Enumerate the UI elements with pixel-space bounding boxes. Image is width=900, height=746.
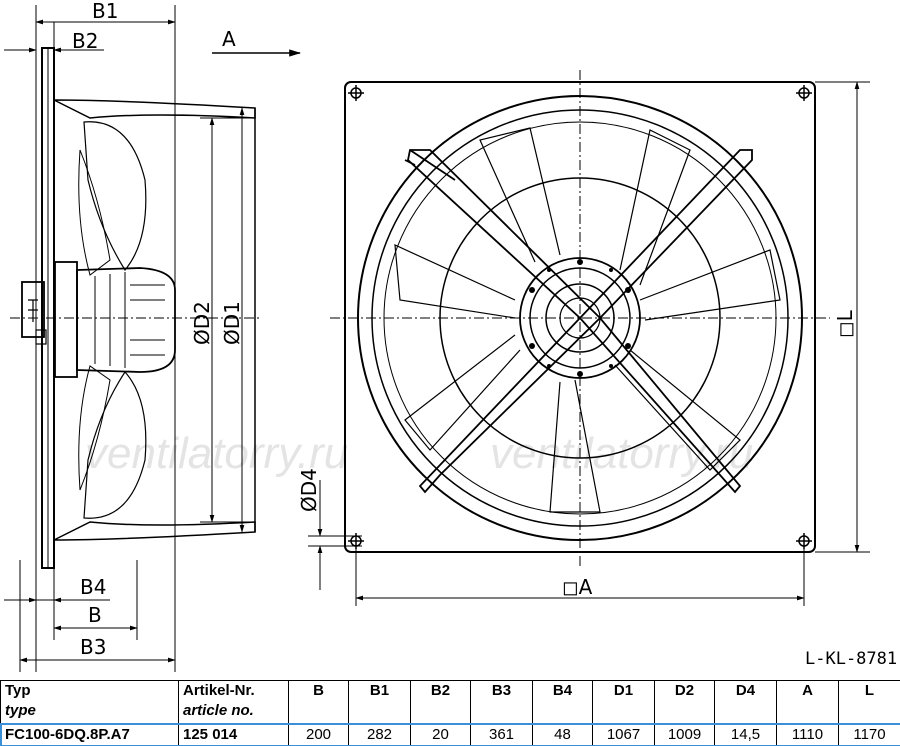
dim-label-b2: B2 (72, 29, 98, 53)
view-arrow-label: A (222, 27, 236, 51)
header-col-l: L (838, 680, 900, 724)
header-col-d1: D1 (592, 680, 655, 724)
side-view-dimensions (4, 19, 255, 663)
cell-b1: 282 (348, 723, 411, 746)
cell-b: 200 (288, 723, 349, 746)
header-type-de: Typ (5, 682, 31, 699)
front-view-centerlines (330, 70, 830, 568)
table-header-row: Typ type Artikel-Nr. article no. B B1 B2… (0, 680, 900, 724)
header-col-b2: B2 (410, 680, 471, 724)
view-arrow-a: A (212, 27, 302, 57)
header-col-b: B (288, 680, 349, 724)
header-col-a: A (776, 680, 839, 724)
header-type-en: type (5, 702, 36, 719)
cell-b3: 361 (470, 723, 533, 746)
table-row[interactable]: FC100-6DQ.8P.A7 125 014 200 282 20 361 4… (0, 722, 900, 746)
cell-type: FC100-6DQ.8P.A7 (0, 723, 179, 746)
side-view-dimension-labels: B1 B2 B4 B B3 ØD2 ØD1 (72, 0, 244, 659)
dim-label-b1: B1 (92, 0, 118, 23)
header-col-d4: D4 (714, 680, 777, 724)
dim-label-b4: B4 (80, 575, 106, 599)
front-view-dimensions (308, 81, 870, 606)
header-type: Typ type (0, 680, 179, 724)
header-article: Artikel-Nr. article no. (178, 680, 289, 724)
dim-label-d1: ØD1 (220, 301, 244, 345)
dim-label-b3: B3 (80, 635, 106, 659)
watermark: ventilatorry.ru ventilatorry.ru (85, 429, 753, 478)
cell-d4: 14,5 (714, 723, 777, 746)
cell-a: 1110 (776, 723, 839, 746)
header-article-de: Artikel-Nr. (183, 682, 255, 699)
front-view-dimension-labels: ◻L ◻A ØD4 (297, 309, 857, 599)
cell-l: 1170 (838, 723, 900, 746)
header-article-en: article no. (183, 702, 254, 719)
dim-label-b: B (88, 603, 102, 627)
watermark-text-left: ventilatorry.ru (85, 429, 348, 478)
cell-b4: 48 (532, 723, 593, 746)
header-col-b4: B4 (532, 680, 593, 724)
cell-b2: 20 (410, 723, 471, 746)
technical-drawing: ventilatorry.ru ventilatorry.ru (4, 0, 897, 672)
header-col-b3: B3 (470, 680, 533, 724)
dim-label-square-l: ◻L (833, 309, 857, 338)
header-col-d2: D2 (654, 680, 715, 724)
side-view (19, 5, 256, 672)
dim-label-d2: ØD2 (190, 301, 214, 345)
dim-label-square-a: ◻A (562, 575, 593, 599)
dim-label-d4: ØD4 (297, 468, 321, 512)
cell-d2: 1009 (654, 723, 715, 746)
specification-table: Typ type Artikel-Nr. article no. B B1 B2… (0, 680, 900, 746)
corner-holes (348, 85, 812, 549)
drawing-number: L-KL-8781 (805, 649, 897, 669)
header-col-b1: B1 (348, 680, 411, 724)
cell-article: 125 014 (178, 723, 289, 746)
cell-d1: 1067 (592, 723, 655, 746)
